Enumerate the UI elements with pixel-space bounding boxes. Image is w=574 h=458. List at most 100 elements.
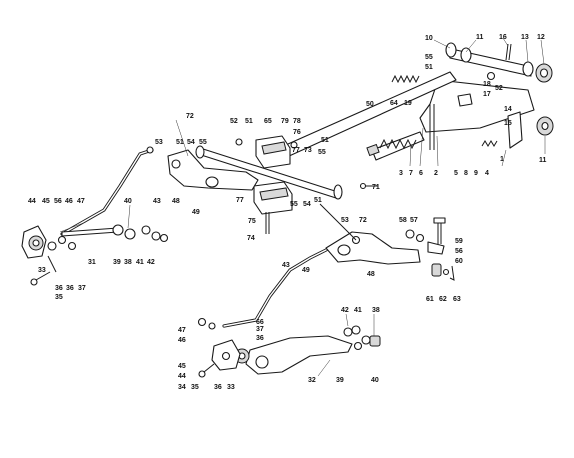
callout-72-b: 72 (359, 217, 367, 224)
callout-36-c: 36 (256, 335, 264, 342)
callout-40: 40 (124, 198, 132, 205)
callout-54: 54 (187, 139, 195, 146)
central-bracket (253, 135, 298, 234)
callout-56: 56 (455, 248, 463, 255)
callout-55-b: 55 (199, 139, 207, 146)
callout-41-b: 41 (354, 307, 362, 314)
callout-55: 55 (425, 54, 433, 61)
callout-55-c: 55 (318, 149, 326, 156)
callout-77-b: 77 (236, 197, 244, 204)
callout-38-b: 38 (372, 307, 380, 314)
callout-73: 73 (304, 147, 312, 154)
callout-44: 44 (28, 198, 36, 205)
callout-53-b: 53 (341, 217, 349, 224)
callout-6: 6 (419, 170, 423, 177)
callout-31: 31 (88, 259, 96, 266)
callout-57: 57 (410, 217, 418, 224)
callout-40-b: 40 (371, 377, 379, 384)
callout-45-b: 45 (178, 363, 186, 370)
callout-79: 79 (281, 118, 289, 125)
callout-50: 50 (366, 101, 374, 108)
callout-4: 4 (485, 170, 489, 177)
callout-51-e: 51 (314, 197, 322, 204)
callout-72: 72 (186, 113, 194, 120)
callout-63: 63 (453, 296, 461, 303)
callout-33: 33 (38, 267, 46, 274)
callout-39: 39 (113, 259, 121, 266)
callout-46: 46 (65, 198, 73, 205)
callout-52: 52 (495, 85, 503, 92)
left-bellcrank (60, 146, 259, 236)
callout-49-b: 49 (302, 267, 310, 274)
callout-75: 75 (248, 218, 256, 225)
right-bellcrank (222, 203, 421, 328)
callout-58: 58 (399, 217, 407, 224)
callout-52-b: 52 (230, 118, 238, 125)
callout-32: 32 (308, 377, 316, 384)
side-frame-plate (419, 71, 554, 150)
callout-43-b: 43 (282, 262, 290, 269)
callout-35: 35 (55, 294, 63, 301)
callout-38: 38 (124, 259, 132, 266)
callout-10: 10 (425, 35, 433, 42)
callout-8: 8 (464, 170, 468, 177)
callout-42-b: 42 (341, 307, 349, 314)
callout-51-b: 51 (245, 118, 253, 125)
callout-66: 66 (256, 319, 264, 326)
callout-78: 78 (293, 118, 301, 125)
leader-lines (59, 37, 546, 377)
callout-54-b: 54 (303, 201, 311, 208)
callout-labels: 10 11 16 13 12 55 51 52 18 17 64 19 50 1… (28, 34, 547, 391)
callout-44-b: 44 (178, 373, 186, 380)
callout-15: 15 (504, 120, 512, 127)
callout-77: 77 (292, 147, 300, 154)
callout-45: 45 (42, 198, 50, 205)
bottom-lever-assembly (197, 317, 381, 378)
callout-19: 19 (404, 100, 412, 107)
callout-9: 9 (474, 170, 478, 177)
callout-47: 47 (77, 198, 85, 205)
callout-36-b: 36 (66, 285, 74, 292)
callout-42: 42 (147, 259, 155, 266)
spring-14 (379, 138, 417, 150)
callout-17: 17 (483, 91, 491, 98)
callout-51-c: 51 (176, 139, 184, 146)
callout-12: 12 (537, 34, 545, 41)
callout-3: 3 (399, 170, 403, 177)
callout-51: 51 (425, 64, 433, 71)
callout-60: 60 (455, 258, 463, 265)
callout-76: 76 (293, 129, 301, 136)
callout-16: 16 (499, 34, 507, 41)
callout-11-b: 11 (539, 157, 547, 164)
callout-48: 48 (172, 198, 180, 205)
callout-59: 59 (455, 238, 463, 245)
callout-37-b: 37 (256, 326, 264, 333)
callout-48-b: 48 (367, 271, 375, 278)
callout-11: 11 (476, 34, 484, 41)
callout-47-b: 47 (178, 327, 186, 334)
callout-35-b: 35 (191, 384, 199, 391)
right-small-parts (405, 217, 455, 281)
callout-7: 7 (409, 170, 413, 177)
callout-71: 71 (372, 184, 380, 191)
callout-37: 37 (78, 285, 86, 292)
callout-36-d: 36 (214, 384, 222, 391)
main-lever (269, 71, 498, 163)
callout-53: 53 (155, 139, 163, 146)
callout-36: 36 (55, 285, 63, 292)
callout-39-b: 39 (336, 377, 344, 384)
left-hub-assembly (21, 224, 169, 286)
callout-46-b: 46 (178, 337, 186, 344)
callout-34: 34 (178, 384, 186, 391)
callout-1: 1 (500, 156, 504, 163)
callout-61: 61 (426, 296, 434, 303)
callout-43: 43 (153, 198, 161, 205)
callout-13: 13 (521, 34, 529, 41)
main-shaft-assembly (445, 42, 553, 83)
callout-64: 64 (390, 100, 398, 107)
callout-5: 5 (454, 170, 458, 177)
spring-8 (481, 140, 498, 147)
callout-33-b: 33 (227, 384, 235, 391)
callout-55-d: 55 (290, 201, 298, 208)
